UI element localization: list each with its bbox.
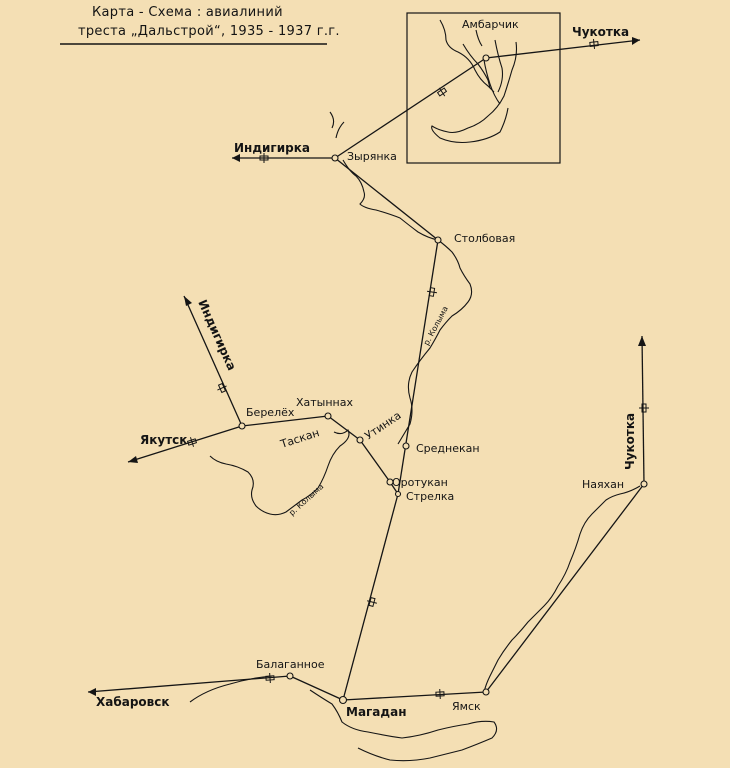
label-indigirka-northwest: Индигирка bbox=[234, 141, 310, 155]
city-dot-orotukan bbox=[386, 478, 394, 486]
city-dot-yamsk bbox=[482, 688, 490, 696]
kolyma-river-lower bbox=[209, 429, 350, 516]
city-dot-strelka bbox=[394, 490, 402, 498]
label-zyryanka: Зырянка bbox=[347, 150, 397, 163]
city-dot-berelyokh bbox=[238, 422, 246, 430]
plane-markers bbox=[186, 38, 649, 700]
city-dot-zyryanka bbox=[331, 154, 339, 162]
label-yamsk: Ямск bbox=[452, 700, 481, 713]
label-strelka: Стрелка bbox=[406, 490, 454, 503]
city-dot-srednekan bbox=[402, 442, 410, 450]
kolyma-river-upper bbox=[397, 239, 473, 445]
label-chukotka-east: Чукотка bbox=[572, 25, 629, 39]
coast-magadan bbox=[309, 689, 498, 762]
city-markers bbox=[238, 54, 648, 705]
east-coastline bbox=[483, 485, 641, 693]
north-river-stub bbox=[329, 111, 345, 139]
air-routes bbox=[87, 37, 646, 701]
inset-frame bbox=[406, 12, 561, 164]
inset-coastline bbox=[431, 19, 518, 144]
label-orotukan: Оротукан bbox=[392, 476, 448, 489]
label-srednekan: Среднекан bbox=[416, 442, 480, 455]
label-taskan: Таскан bbox=[278, 426, 321, 451]
label-stolbovaya: Столбовая bbox=[454, 232, 515, 245]
city-dot-nayakhan bbox=[640, 480, 648, 488]
map-title-line2: треста „Дальстрой“, 1935 - 1937 г.г. bbox=[78, 24, 340, 39]
label-chukotka-north: Чукотка bbox=[623, 413, 637, 470]
label-yakutsk: Якутск bbox=[140, 433, 187, 447]
city-dot-khatynnakh bbox=[324, 412, 332, 420]
label-utinka: Утинка bbox=[362, 409, 403, 443]
river-label-kolyma-upper: р. Колыма bbox=[422, 305, 450, 347]
label-magadan: Магадан bbox=[346, 705, 407, 719]
label-nayakhan: Наяхан bbox=[582, 478, 624, 491]
label-khatynnakh: Хатыннах bbox=[296, 396, 353, 409]
city-dot-utinka bbox=[356, 436, 364, 444]
map-title-line1: Карта - Схема : авиалиний bbox=[92, 5, 283, 20]
city-dot-magadan bbox=[338, 695, 348, 705]
city-dot-stolbovaya bbox=[434, 236, 442, 244]
river-label-kolyma-lower: р. Колыма bbox=[287, 482, 325, 518]
label-khabarovsk: Хабаровск bbox=[96, 695, 170, 709]
city-dot-balagannoe bbox=[286, 672, 294, 680]
coast-west bbox=[189, 675, 273, 703]
zyryanka-river bbox=[342, 159, 439, 241]
city-dot-ambarchik bbox=[482, 54, 490, 62]
label-berelyokh: Берелёх bbox=[246, 406, 295, 419]
label-ambarchik: Амбарчик bbox=[462, 18, 519, 31]
label-balagannoe: Балаганное bbox=[256, 658, 325, 671]
